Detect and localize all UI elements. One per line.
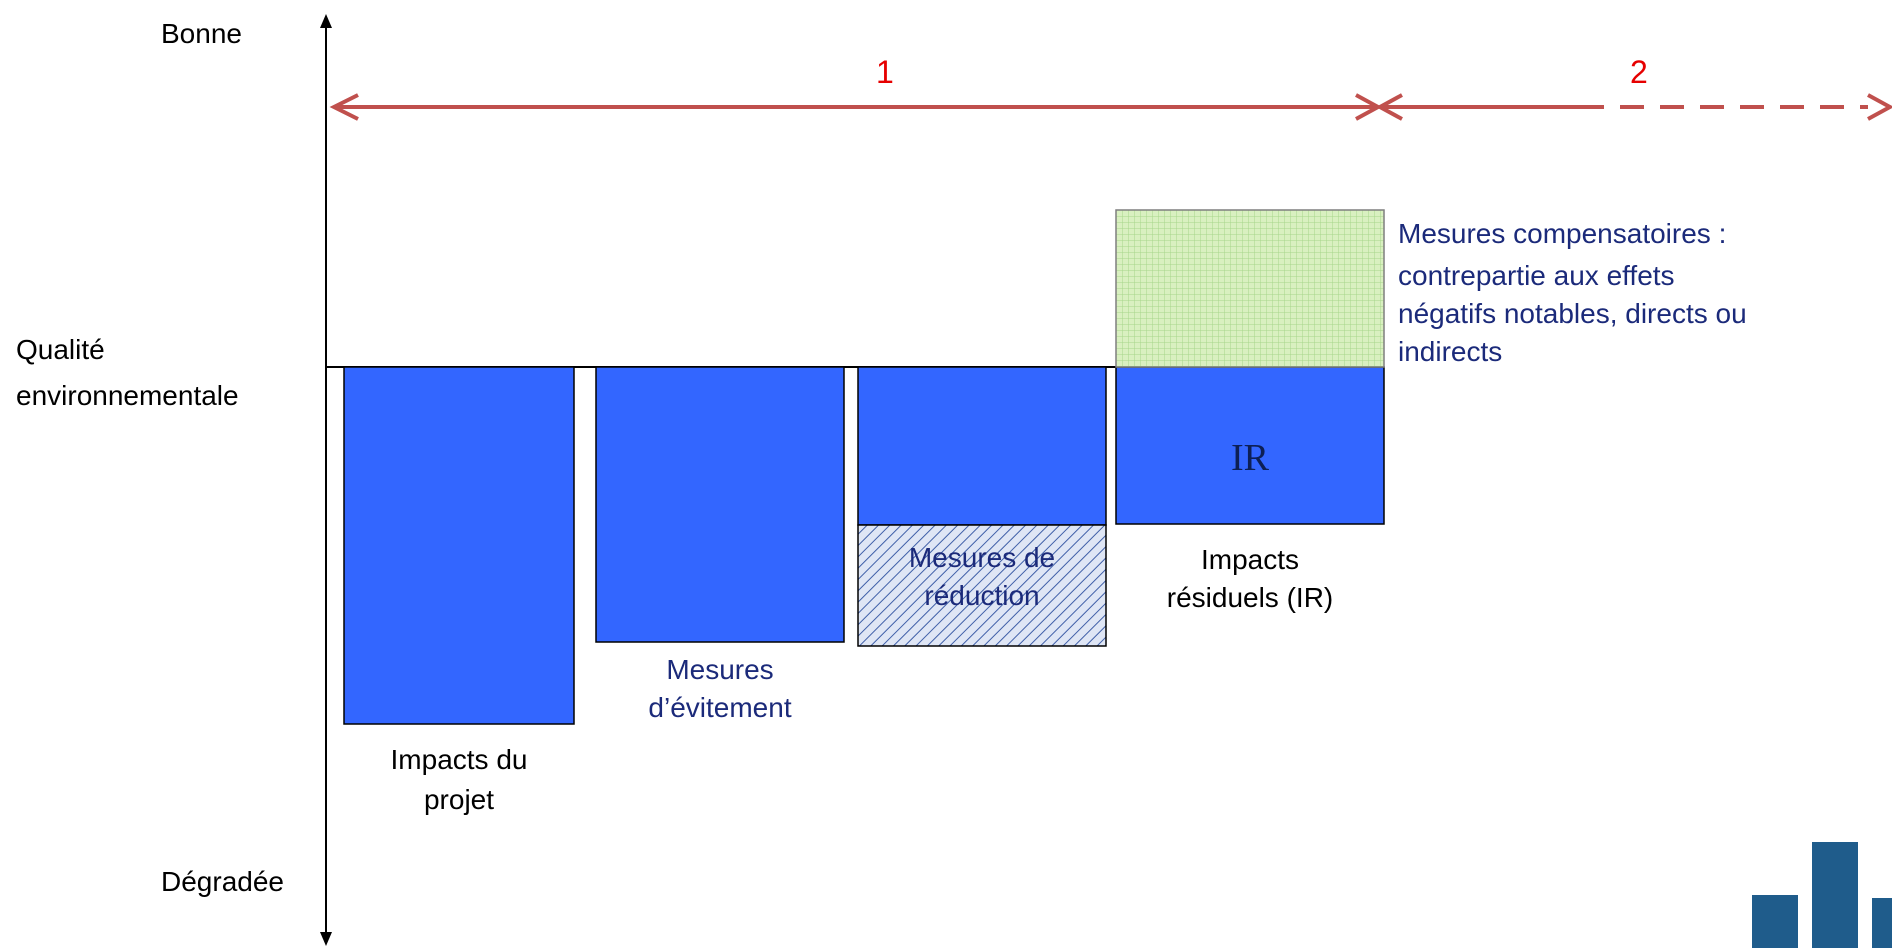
phase2-arrow-right-head xyxy=(1867,93,1892,121)
phase2-number: 2 xyxy=(1630,54,1648,90)
compensation-line3: négatifs notables, directs ou xyxy=(1398,298,1747,329)
label-reduction-l2: réduction xyxy=(924,580,1040,611)
axis-middle-label-line1: Qualité xyxy=(16,334,105,365)
bar-reduction-remaining xyxy=(857,366,1107,526)
axis-top-label: Bonne xyxy=(161,18,242,49)
compensation-line1: Mesures compensatoires : xyxy=(1398,218,1727,249)
label-evitement-l2: d’évitement xyxy=(648,692,792,723)
axis-arrow-up xyxy=(320,14,332,28)
label-impacts-projet-l1: Impacts du xyxy=(390,744,528,775)
phase1-arrow-left-head xyxy=(329,93,359,121)
logo xyxy=(1752,842,1892,948)
bar-impacts-projet xyxy=(343,366,575,725)
label-reduction-l1: Mesures de xyxy=(908,542,1056,573)
label-residuels-l1: Impacts xyxy=(1200,544,1300,575)
label-impacts-projet-l2: projet xyxy=(423,784,495,815)
phase1-number: 1 xyxy=(876,54,894,90)
label-evitement-l1: Mesures xyxy=(666,654,774,685)
bar-impacts-residuels xyxy=(1115,366,1385,525)
axis-arrow-down xyxy=(320,932,332,946)
axis-bottom-label: Dégradée xyxy=(161,866,284,897)
axis-middle-label-line2: environnementale xyxy=(16,380,239,411)
ir-inner-label: IR xyxy=(1231,437,1269,479)
bar-compensation xyxy=(1115,209,1385,368)
compensation-line2: contrepartie aux effets xyxy=(1398,260,1675,291)
compensation-line4: indirects xyxy=(1398,336,1503,367)
bar-reduction-hatched xyxy=(857,524,1107,647)
label-residuels-l2: résiduels (IR) xyxy=(1166,582,1334,613)
bar-mesures-evitement xyxy=(595,366,845,643)
